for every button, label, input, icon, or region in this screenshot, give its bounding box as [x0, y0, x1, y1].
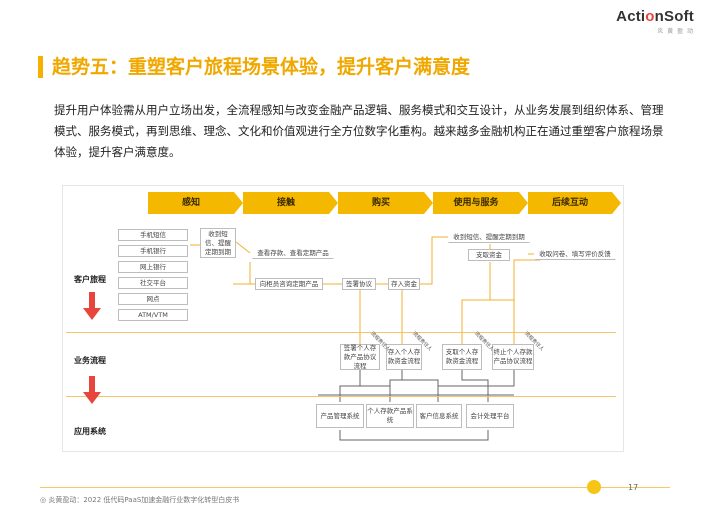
footer-line [40, 487, 670, 488]
stage-use-service: 使用与服务 [433, 192, 528, 214]
brand-logo: ActionSoft 炎 黄 盈 动 [616, 8, 694, 35]
channel-social: 社交平台 [118, 277, 188, 289]
down-arrow-icon [83, 292, 101, 320]
system-personal-deposit: 个人存款产品系统 [366, 404, 414, 428]
system-customer-info: 客户信息系统 [416, 404, 462, 428]
journey-sign: 签署协议 [342, 278, 376, 290]
journey-receive-sms: 收到短信、提醒定期到期 [200, 228, 236, 258]
logo-prefix: Acti [616, 8, 646, 25]
channel-online-bank: 网上银行 [118, 261, 188, 273]
journey-survey: 收取问卷、填写评价反馈 [534, 248, 616, 260]
process-terminate-agreement: 终止个人存款产品协议流程 [492, 344, 534, 370]
system-product-management: 产品管理系统 [316, 404, 364, 428]
stage-purchase: 购买 [338, 192, 433, 214]
channel-sms: 手机短信 [118, 229, 188, 241]
body-paragraph: 提升用户体验需从用户立场出发，全流程感知与改变金融产品逻辑、服务模式和交互设计，… [54, 103, 664, 159]
page-title: 趋势五：重塑客户旅程场景体验，提升客户满意度 [52, 56, 471, 78]
process-withdraw-funds: 支取个人存款资金流程 [442, 344, 482, 370]
channel-atm: ATM/VTM [118, 309, 188, 321]
stage-contact: 接触 [243, 192, 338, 214]
page-number: 17 [628, 483, 639, 492]
logo-wordmark: ActionSoft [616, 8, 694, 25]
logo-accent: o [645, 8, 655, 25]
system-accounting: 会计处理平台 [466, 404, 514, 428]
footer-source: ◎ 炎黄盈动：2022 低代码PaaS加速金融行业数字化转型白皮书 [40, 496, 240, 504]
process-deposit-funds: 存入个人存款资金流程 [386, 344, 422, 370]
journey-withdraw: 支取资金 [468, 249, 510, 261]
logo-subtitle: 炎 黄 盈 动 [657, 28, 694, 35]
stage-follow-up: 后续互动 [528, 192, 621, 214]
journey-deposit: 存入资金 [388, 278, 420, 290]
stage-perception: 感知 [148, 192, 243, 214]
channel-branch: 网点 [118, 293, 188, 305]
channel-mobile-bank: 手机银行 [118, 245, 188, 257]
journey-consult: 向柜员咨询定期产品 [255, 278, 323, 290]
lane-divider-2 [66, 396, 616, 397]
logo-suffix: nSoft [654, 8, 694, 25]
journey-receive-sms-2: 收到短信、提醒定期到期 [448, 231, 530, 243]
down-arrow-icon [83, 376, 101, 404]
footer-dot [587, 480, 601, 494]
lane-divider-1 [66, 332, 616, 333]
title-accent-bar [38, 56, 43, 78]
layer-label-journey: 客户旅程 [74, 275, 106, 284]
layer-label-system: 应用系统 [74, 427, 106, 436]
layer-label-process: 业务流程 [74, 356, 106, 365]
journey-check-deposit: 查看存款、查看定期产品 [252, 247, 334, 259]
process-sign-agreement: 签署个人存款产品协议流程 [340, 344, 380, 370]
